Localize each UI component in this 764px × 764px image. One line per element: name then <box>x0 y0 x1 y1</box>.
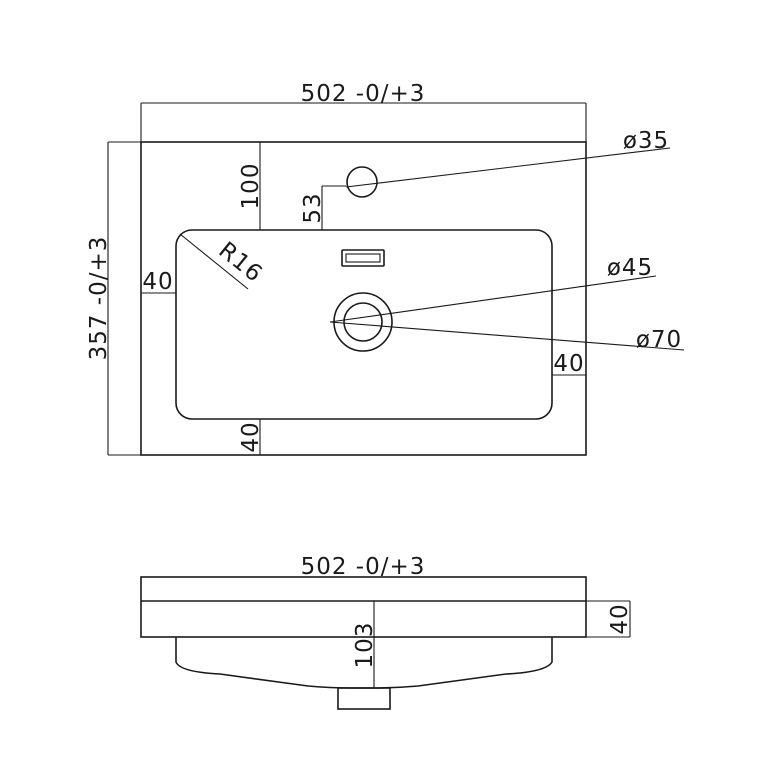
right-margin-dimension: 40 <box>552 351 586 377</box>
top-view: 502 -0/+3 357 -0/+3 100 ø35 53 <box>86 81 685 456</box>
bowl-depth-dimension: 103 <box>352 601 378 688</box>
slab-thickness-dimension: 40 <box>586 600 633 638</box>
left-margin-label: 40 <box>142 269 173 295</box>
tap-offset-back-dimension: 100 <box>238 142 264 230</box>
depth-dimension: 357 -0/+3 <box>86 141 141 456</box>
depth-label: 357 -0/+3 <box>86 236 112 361</box>
bowl-depth-label: 103 <box>352 622 378 669</box>
front-margin-label: 40 <box>238 421 264 452</box>
waste-outer-leader <box>329 321 685 351</box>
overflow-slot <box>341 249 385 267</box>
waste-inner-diameter-label: ø45 <box>607 255 653 281</box>
width-label-top: 502 -0/+3 <box>301 81 426 107</box>
tap-hole-diameter-label: ø35 <box>623 128 669 154</box>
tap-offset-back-label: 100 <box>238 163 264 210</box>
bowl-outline <box>175 229 553 420</box>
waste-outer-diameter-label: ø70 <box>636 327 682 353</box>
tap-hole-leader <box>345 147 671 188</box>
front-margin-dimension: 40 <box>238 419 264 455</box>
radius-leader <box>179 233 249 290</box>
right-margin-label: 40 <box>553 351 584 377</box>
side-view: 502 -0/+3 103 40 <box>140 554 633 710</box>
waste-spigot <box>337 687 391 710</box>
basin-outline-top <box>140 141 587 456</box>
slab-outline-side <box>140 576 587 638</box>
corner-radius-label: R16 <box>213 237 267 288</box>
tap-hole <box>346 166 378 198</box>
width-dimension-side: 502 -0/+3 <box>141 554 586 580</box>
tap-offset-bowl-label: 53 <box>300 192 326 223</box>
waste-inner-leader <box>329 275 657 323</box>
left-margin-dimension: 40 <box>141 269 176 295</box>
waste-outlet <box>333 292 393 352</box>
width-dimension-top: 502 -0/+3 <box>140 81 587 142</box>
slab-thickness-label: 40 <box>607 603 633 634</box>
tap-offset-bowl-dimension: 53 <box>300 185 346 230</box>
width-label-side: 502 -0/+3 <box>301 554 426 580</box>
